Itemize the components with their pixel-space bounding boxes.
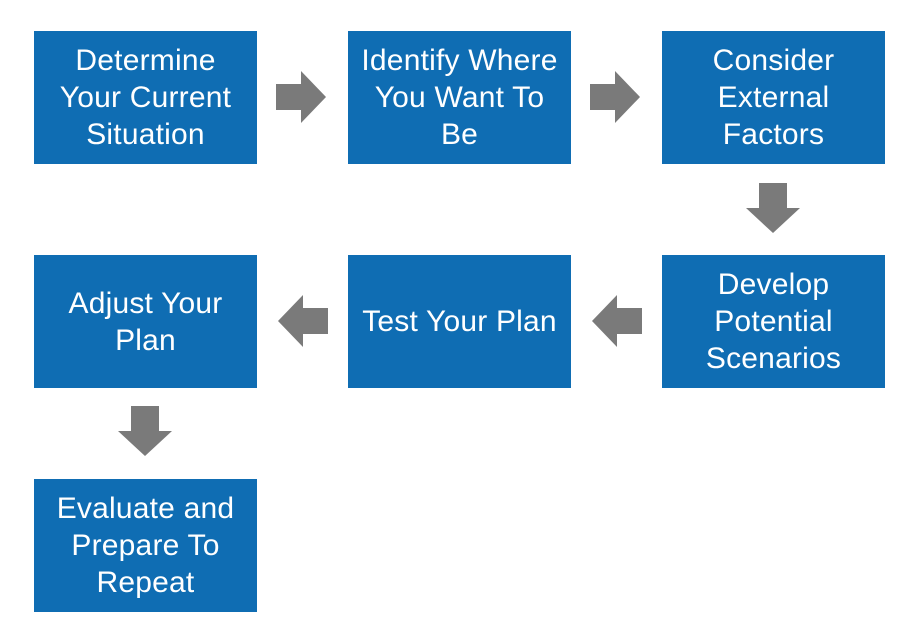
step-identify-where-you-want-to-be: Identify Where You Want To Be [348, 31, 571, 164]
step-label: Develop Potential Scenarios [705, 268, 842, 375]
arrow-left-icon [592, 295, 642, 347]
step-label: Consider External Factors [712, 44, 835, 151]
step-develop-potential-scenarios: Develop Potential Scenarios [662, 255, 885, 388]
step-label: Identify Where You Want To Be [361, 44, 558, 151]
step-consider-external-factors: Consider External Factors [662, 31, 885, 164]
step-test-your-plan: Test Your Plan [348, 255, 571, 388]
step-label: Determine Your Current Situation [59, 44, 232, 151]
arrow-left-icon [278, 295, 328, 347]
arrow-down-icon [118, 406, 172, 456]
arrow-right-icon [276, 71, 326, 123]
step-determine-current-situation: Determine Your Current Situation [34, 31, 257, 164]
step-label: Evaluate and Prepare To Repeat [56, 492, 235, 599]
arrow-down-icon [746, 183, 800, 233]
arrow-right-icon [590, 71, 640, 123]
step-adjust-your-plan: Adjust Your Plan [34, 255, 257, 388]
step-label: Test Your Plan [362, 305, 557, 338]
step-label: Adjust Your Plan [68, 286, 223, 357]
step-evaluate-and-prepare-to-repeat: Evaluate and Prepare To Repeat [34, 479, 257, 612]
